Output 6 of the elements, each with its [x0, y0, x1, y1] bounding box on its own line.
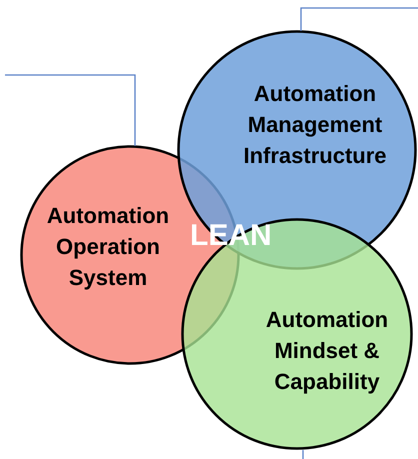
circle-label: Automation Management Infrastructure	[242, 80, 388, 170]
leader-line	[302, 450, 304, 459]
leader-line	[5, 74, 136, 146]
circle-label: Automation Operation System	[46, 202, 170, 292]
circle-label: Automation Mindset & Capability	[264, 306, 390, 396]
leader-line	[300, 7, 418, 31]
